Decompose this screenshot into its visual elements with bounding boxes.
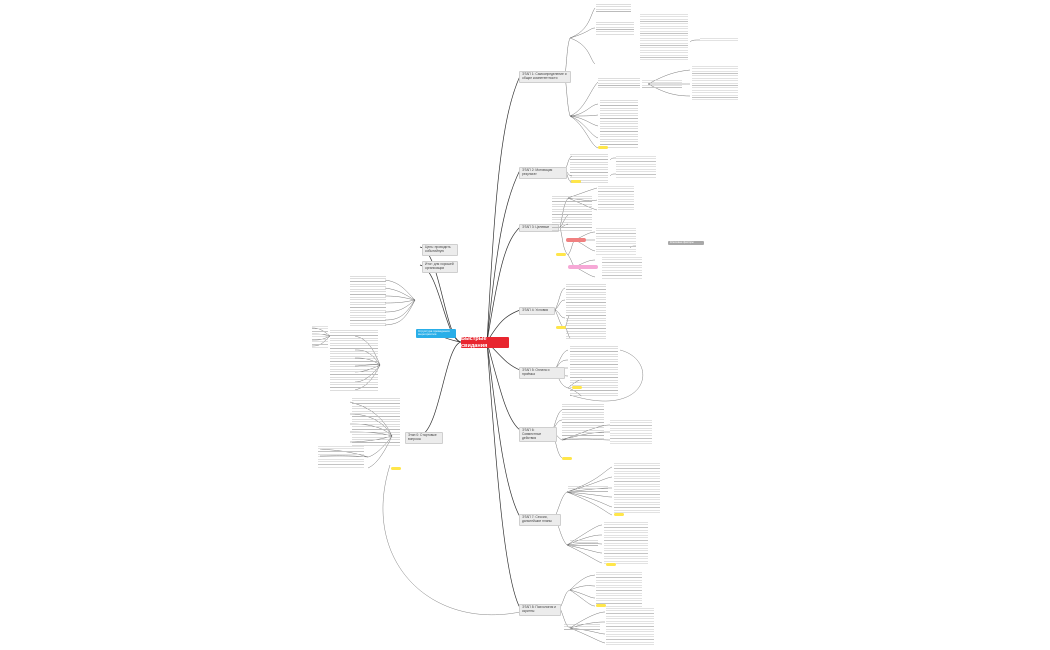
leaf-block <box>596 22 634 36</box>
leaf-block <box>564 624 600 632</box>
step-0-node[interactable]: Этап 0: Стартовые вопросы <box>405 432 443 444</box>
leaf-block <box>614 463 660 515</box>
left-branch-structure[interactable]: Структура проведения мероприятия <box>416 329 456 338</box>
leaf-block <box>598 78 640 88</box>
leaf-block <box>562 404 604 440</box>
leaf-block <box>352 398 400 446</box>
leaf-block <box>568 486 608 494</box>
leaf-block <box>600 100 638 148</box>
tag-yellow <box>606 563 616 566</box>
leaf-block <box>602 257 642 279</box>
root-topic[interactable]: Быстрые свидания <box>461 336 509 349</box>
leaf-block <box>596 572 642 608</box>
left-branch-goal[interactable]: Цель: проводить событийную <box>422 244 458 256</box>
leaf-block <box>570 154 608 184</box>
tag-yellow <box>614 513 624 516</box>
tag-yellow <box>598 146 608 149</box>
leaf-block <box>642 80 682 88</box>
leaf-block <box>692 66 738 102</box>
leaf-block <box>570 540 598 548</box>
leaf-block <box>598 186 634 212</box>
step-6-node[interactable]: ЭТАП 6: Совместные действия <box>519 427 557 443</box>
leaf-block <box>318 446 364 468</box>
tag-yellow <box>572 386 582 389</box>
tag-pink <box>568 265 598 269</box>
leaf-block <box>596 228 636 256</box>
leaf-block <box>640 14 688 62</box>
step-1-node[interactable]: ЭТАП 1: Самоопределение и общие компетен… <box>519 71 571 83</box>
leaf-block <box>350 276 386 328</box>
leaf-block <box>616 156 656 178</box>
step-2-node[interactable]: ЭТАП 2: Мотивация результат <box>519 167 567 179</box>
leaf-block <box>312 326 328 348</box>
tag-yellow <box>571 180 581 183</box>
leaf-block <box>610 420 652 444</box>
leaf-block <box>606 608 654 646</box>
tag-yellow <box>562 457 572 460</box>
leaf-block <box>596 4 631 12</box>
step-5-node[interactable]: ЭТАП 5: Оплата и приёмка <box>519 367 565 379</box>
floating-topic[interactable]: Ключевые факторы <box>668 241 704 246</box>
leaf-block <box>604 522 648 566</box>
leaf-block <box>552 196 592 232</box>
tag-yellow <box>556 253 566 256</box>
leaf-block <box>330 330 378 392</box>
tag-red <box>566 238 586 242</box>
left-branch-result[interactable]: Итог: для хорошей организации <box>422 261 458 273</box>
leaf-block <box>566 284 606 340</box>
tag-yellow <box>596 604 606 607</box>
step-7-node[interactable]: ЭТАП 7: Сессии, дальнейшие планы <box>519 514 561 526</box>
tag-yellow <box>556 326 566 329</box>
step-4-node[interactable]: ЭТАП 4: Условия <box>519 307 555 315</box>
tag-yellow <box>391 467 401 470</box>
step-8-node[interactable]: ЭТАП 8: Психология и скрипты <box>519 604 561 616</box>
leaf-block <box>700 38 738 43</box>
